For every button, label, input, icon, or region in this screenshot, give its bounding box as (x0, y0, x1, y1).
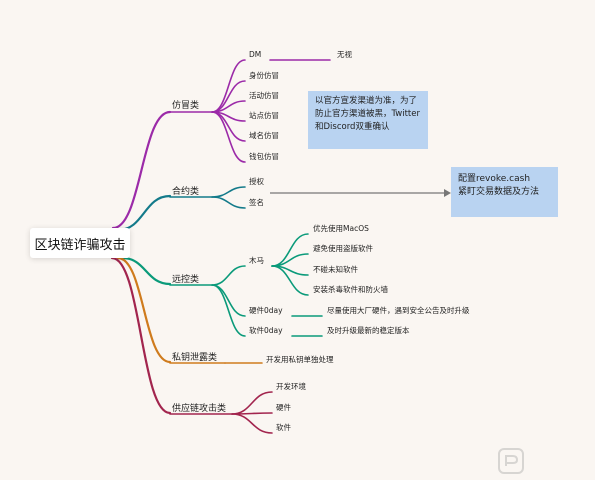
remote-child-sw-0day[interactable]: 软件0day (249, 326, 283, 335)
supply-chain-child-devenv[interactable]: 开发环境 (276, 382, 306, 391)
edge-supply-chain-child-0 (231, 391, 273, 415)
branch-supply-chain[interactable]: 供应链攻击类 (172, 404, 227, 414)
edge-root-impersonation (111, 110, 172, 230)
supply-chain-child-hardware[interactable]: 硬件 (276, 403, 291, 412)
edge-contract-approve (211, 186, 246, 198)
trojan-child-macos[interactable]: 优先使用MacOS (313, 224, 369, 233)
watermark-logo (498, 448, 524, 474)
contract-child-sign[interactable]: 签名 (249, 198, 264, 207)
edge-root-supply-chain (110, 256, 172, 415)
edge-root-contract (116, 194, 172, 232)
edge-root-private-key (116, 256, 172, 364)
trojan-child-no-pirate[interactable]: 避免使用盗版软件 (313, 244, 373, 253)
impersonation-child-wallet[interactable]: 钱包仿冒 (249, 152, 279, 161)
impersonation-child-dm[interactable]: DM (249, 50, 262, 59)
impersonation-note[interactable]: 以官方宣发渠道为准，为了防止官方渠道被黑，Twitter和Discord双重确认 (308, 91, 428, 149)
sw-0day-advice[interactable]: 及时升级最新的稳定版本 (327, 326, 410, 335)
private-key-child[interactable]: 开发用私钥单独处理 (266, 355, 334, 364)
edge-impersonation-child-5 (211, 111, 246, 163)
branch-contract[interactable]: 合约类 (172, 187, 200, 197)
remote-child-trojan[interactable]: 木马 (249, 256, 264, 265)
contract-note-arrowhead (444, 189, 451, 197)
contract-child-approve[interactable]: 授权 (249, 177, 264, 186)
trojan-child-antivirus[interactable]: 安装杀毒软件和防火墙 (313, 285, 388, 294)
remote-child-hw-0day[interactable]: 硬件0day (249, 306, 283, 315)
impersonation-child-event[interactable]: 活动仿冒 (249, 91, 279, 100)
edge-remote-sw (211, 284, 246, 337)
branch-remote[interactable]: 远控类 (172, 275, 200, 285)
edge-remote-trojan (211, 265, 246, 286)
root-node[interactable]: 区块链诈骗攻击 (30, 228, 130, 258)
edge-contract-sign (211, 196, 246, 209)
edge-impersonation-child-0 (211, 59, 246, 113)
branch-private-key[interactable]: 私钥泄露类 (172, 353, 218, 363)
branch-impersonation[interactable]: 仿冒类 (172, 101, 200, 111)
hw-0day-advice[interactable]: 尽量使用大厂硬件，遇到安全公告及时升级 (327, 306, 470, 315)
edge-supply-chain-child-2 (231, 413, 273, 434)
supply-chain-child-software[interactable]: 软件 (276, 423, 291, 432)
edge-trojan-child-0 (271, 233, 309, 267)
trojan-child-unknown[interactable]: 不碰未知软件 (313, 265, 358, 274)
contract-note[interactable]: 配置revoke.cash 紧盯交易数据及方法 (451, 167, 558, 217)
impersonation-child-site[interactable]: 站点仿冒 (249, 111, 279, 120)
dm-child-ignore[interactable]: 无视 (337, 50, 352, 59)
root-label: 区块链诈骗攻击 (34, 237, 126, 253)
edge-trojan-child-3 (271, 265, 309, 296)
edge-root-remote (120, 256, 172, 286)
impersonation-child-identity[interactable]: 身份仿冒 (249, 71, 279, 80)
impersonation-child-domain[interactable]: 域名仿冒 (249, 131, 279, 140)
